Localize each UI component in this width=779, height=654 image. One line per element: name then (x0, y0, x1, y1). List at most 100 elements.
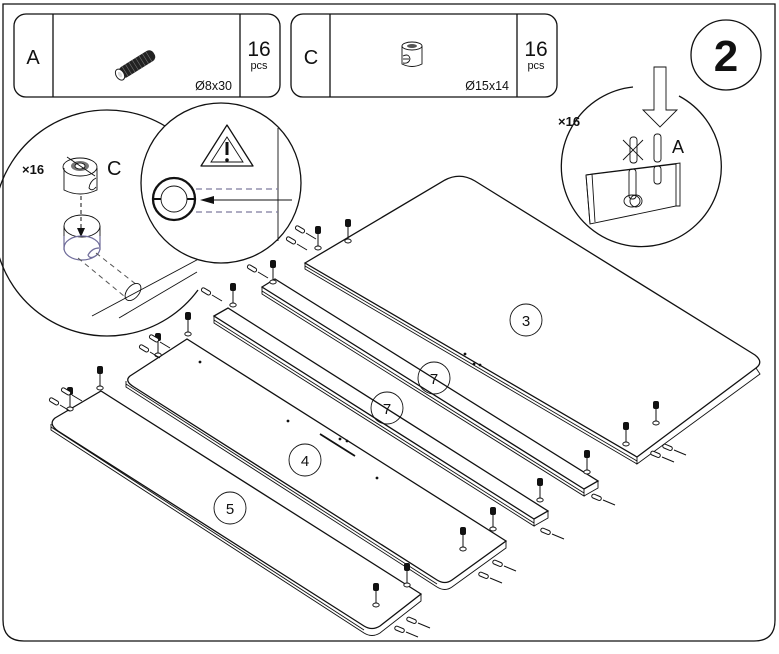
panel-label-7-upper: 7 (417, 361, 451, 395)
hardware-markers (48, 219, 687, 638)
cam-lock-icon (97, 366, 103, 374)
dowel-leader-line (149, 351, 161, 359)
svg-text:7: 7 (430, 371, 438, 388)
dowel-pin-icon (148, 334, 160, 343)
part-size-c: Ø15x14 (465, 79, 509, 93)
dowel-pin-icon (540, 527, 551, 535)
cam-lock-icon (584, 450, 590, 458)
dowel-leader-line (417, 622, 431, 629)
cam-hole-icon (583, 469, 591, 475)
cam-lock-icon (345, 219, 351, 227)
cam-lock-icon (373, 583, 379, 591)
dowel-pin-icon (662, 443, 673, 451)
cam-hole-icon (229, 302, 237, 308)
step-number: 2 (714, 32, 738, 81)
svg-text:5: 5 (226, 501, 234, 518)
pre-drilled-hole-dot (472, 362, 476, 366)
cam-part-letter: C (107, 158, 121, 180)
dowel-pin-icon (200, 287, 212, 296)
part-size-a: Ø8x30 (195, 79, 232, 93)
board-block-icon (585, 162, 681, 225)
svg-text:3: 3 (522, 313, 530, 330)
dowel-leader-line (489, 577, 503, 584)
cam-hole-icon (489, 526, 497, 532)
svg-text:7: 7 (383, 401, 391, 418)
panel-4 (125, 338, 508, 590)
part-letter-a: A (26, 47, 40, 69)
cam-hole-icon (372, 602, 380, 608)
dowel-pin-icon (650, 450, 661, 458)
pre-drilled-hole-dot (375, 476, 379, 480)
part-box-a: A Ø8x30 16 pcs (13, 13, 281, 98)
pre-drilled-hole-dot (338, 437, 342, 441)
part-quantity-a: 16 (247, 38, 270, 61)
panel-5 (50, 390, 423, 636)
wrong-dowel-icon (629, 136, 638, 164)
dowel-leader-line (602, 499, 616, 506)
dowel-leader-line (211, 294, 223, 302)
dowel-pin-icon (394, 625, 405, 633)
part-box-c: C Ø15x14 16 pcs (290, 13, 558, 98)
dowel-pin-icon (48, 397, 60, 406)
cam-hole-icon (459, 546, 467, 552)
cam-lock-icon (404, 563, 410, 571)
part-unit-c: pcs (527, 60, 545, 72)
cam-insert-detail: ×16 C (0, 109, 209, 337)
cam-hole-icon (314, 245, 322, 251)
cam-hole-icon (403, 582, 411, 588)
part-letter-c: C (304, 47, 318, 69)
panel-3 (303, 175, 761, 465)
cam-lock-icon (230, 283, 236, 291)
part-unit-a: pcs (250, 60, 268, 72)
step-number-badge: 2 (690, 19, 762, 91)
cam-lock-icon (653, 401, 659, 409)
down-arrow-icon (641, 66, 679, 128)
warning-triangle-icon (200, 124, 254, 167)
cam-hole-icon (536, 497, 544, 503)
wooden-dowel-icon (114, 50, 156, 81)
dowel-pin-icon (478, 571, 489, 579)
dowel-leader-line (159, 341, 171, 349)
page-frame (2, 3, 776, 642)
pre-drilled-hole-dot (345, 439, 349, 443)
svg-text:4: 4 (301, 453, 309, 470)
cam-hole-icon (269, 279, 277, 285)
cam-hole-icon (96, 385, 104, 391)
dowel-leader-line (503, 565, 517, 572)
cam-lock-icon (537, 478, 543, 486)
cam-hole-icon (184, 331, 192, 337)
dowel-insertion-detail: ×16 A (558, 66, 722, 248)
dowel-leader-line (673, 449, 687, 456)
dowel-pin-icon (294, 225, 306, 234)
dowel-pin-icon (492, 559, 503, 567)
cam-lock-icon (490, 507, 496, 515)
cam-lock-icon (623, 422, 629, 430)
panel-7-lower (212, 307, 550, 527)
cam-lock-icon (270, 260, 276, 268)
cam-lock-icon (460, 527, 466, 535)
cam-lock-nut-icon (401, 41, 423, 67)
pre-drilled-hole-dot (463, 352, 467, 356)
part-quantity-c: 16 (524, 38, 547, 61)
dowel-pin-icon (138, 344, 150, 353)
cam-hole-icon (344, 238, 352, 244)
dowel-leader-line (661, 456, 675, 463)
dowel-count: ×16 (558, 114, 580, 129)
dowel-pin-icon (246, 264, 258, 273)
dowel-leader-line (305, 232, 317, 240)
dowel-pin-icon (60, 387, 72, 396)
panel-label-4: 4 (288, 443, 322, 477)
cam-lock-icon (315, 226, 321, 234)
panel-label-3: 3 (509, 303, 543, 337)
dowel-pin-icon (591, 493, 602, 501)
cam-count: ×16 (22, 162, 44, 177)
dowel-leader-line (551, 533, 565, 540)
panel-label-7-lower: 7 (370, 391, 404, 425)
dowel-leader-line (296, 243, 308, 251)
correct-dowel-icon (653, 133, 662, 163)
dowel-leader-line (405, 631, 419, 638)
cam-lock-icon (185, 312, 191, 320)
dowel-leader-line (71, 394, 83, 402)
